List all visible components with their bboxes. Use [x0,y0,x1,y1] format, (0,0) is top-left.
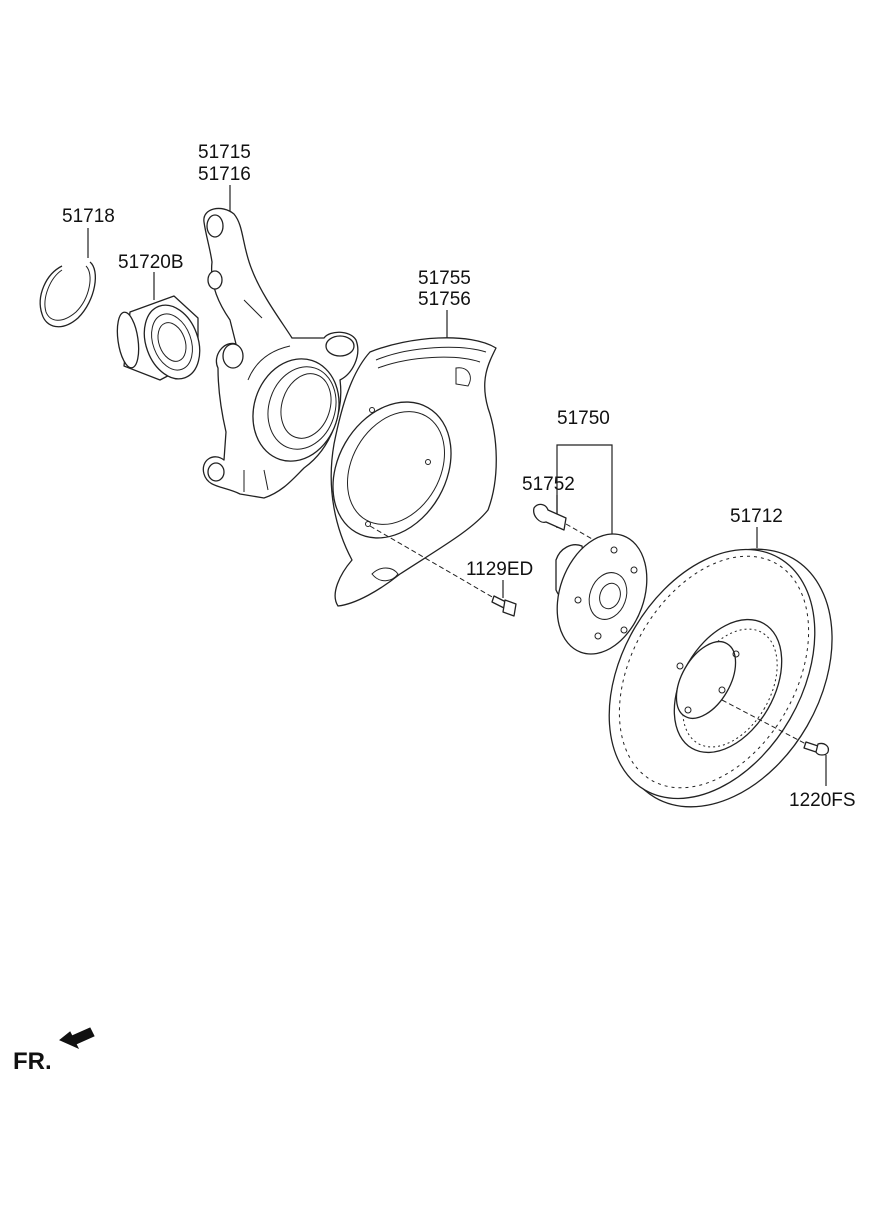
screw-1220fs [721,699,830,756]
label-51752: 51752 [522,474,575,495]
bolt-1129ed [369,525,517,617]
label-51716: 51716 [198,164,251,185]
label-1220fs: 1220FS [789,790,856,811]
wheel-hub-51750 [555,533,648,655]
label-51756: 51756 [418,289,471,310]
arrow-front-icon [59,1027,95,1050]
label-51755: 51755 [418,268,471,289]
label-51750: 51750 [557,408,610,429]
brake-disc-51712 [608,548,833,808]
leader-lines [87,185,827,786]
dust-shield-51755 [330,337,497,607]
snap-ring-51718 [39,261,96,328]
front-direction-label: FR. [13,1048,52,1075]
hub-bolt-51752 [533,503,595,541]
label-51715: 51715 [198,142,251,163]
steering-knuckle-51715 [202,207,359,499]
front-direction-marker: FR. [13,1027,95,1075]
label-51712: 51712 [730,506,783,527]
label-51718: 51718 [62,206,115,227]
label-51720b: 51720B [118,252,184,273]
bearing-51720b [116,295,201,381]
label-1129ed: 1129ED [466,559,533,580]
